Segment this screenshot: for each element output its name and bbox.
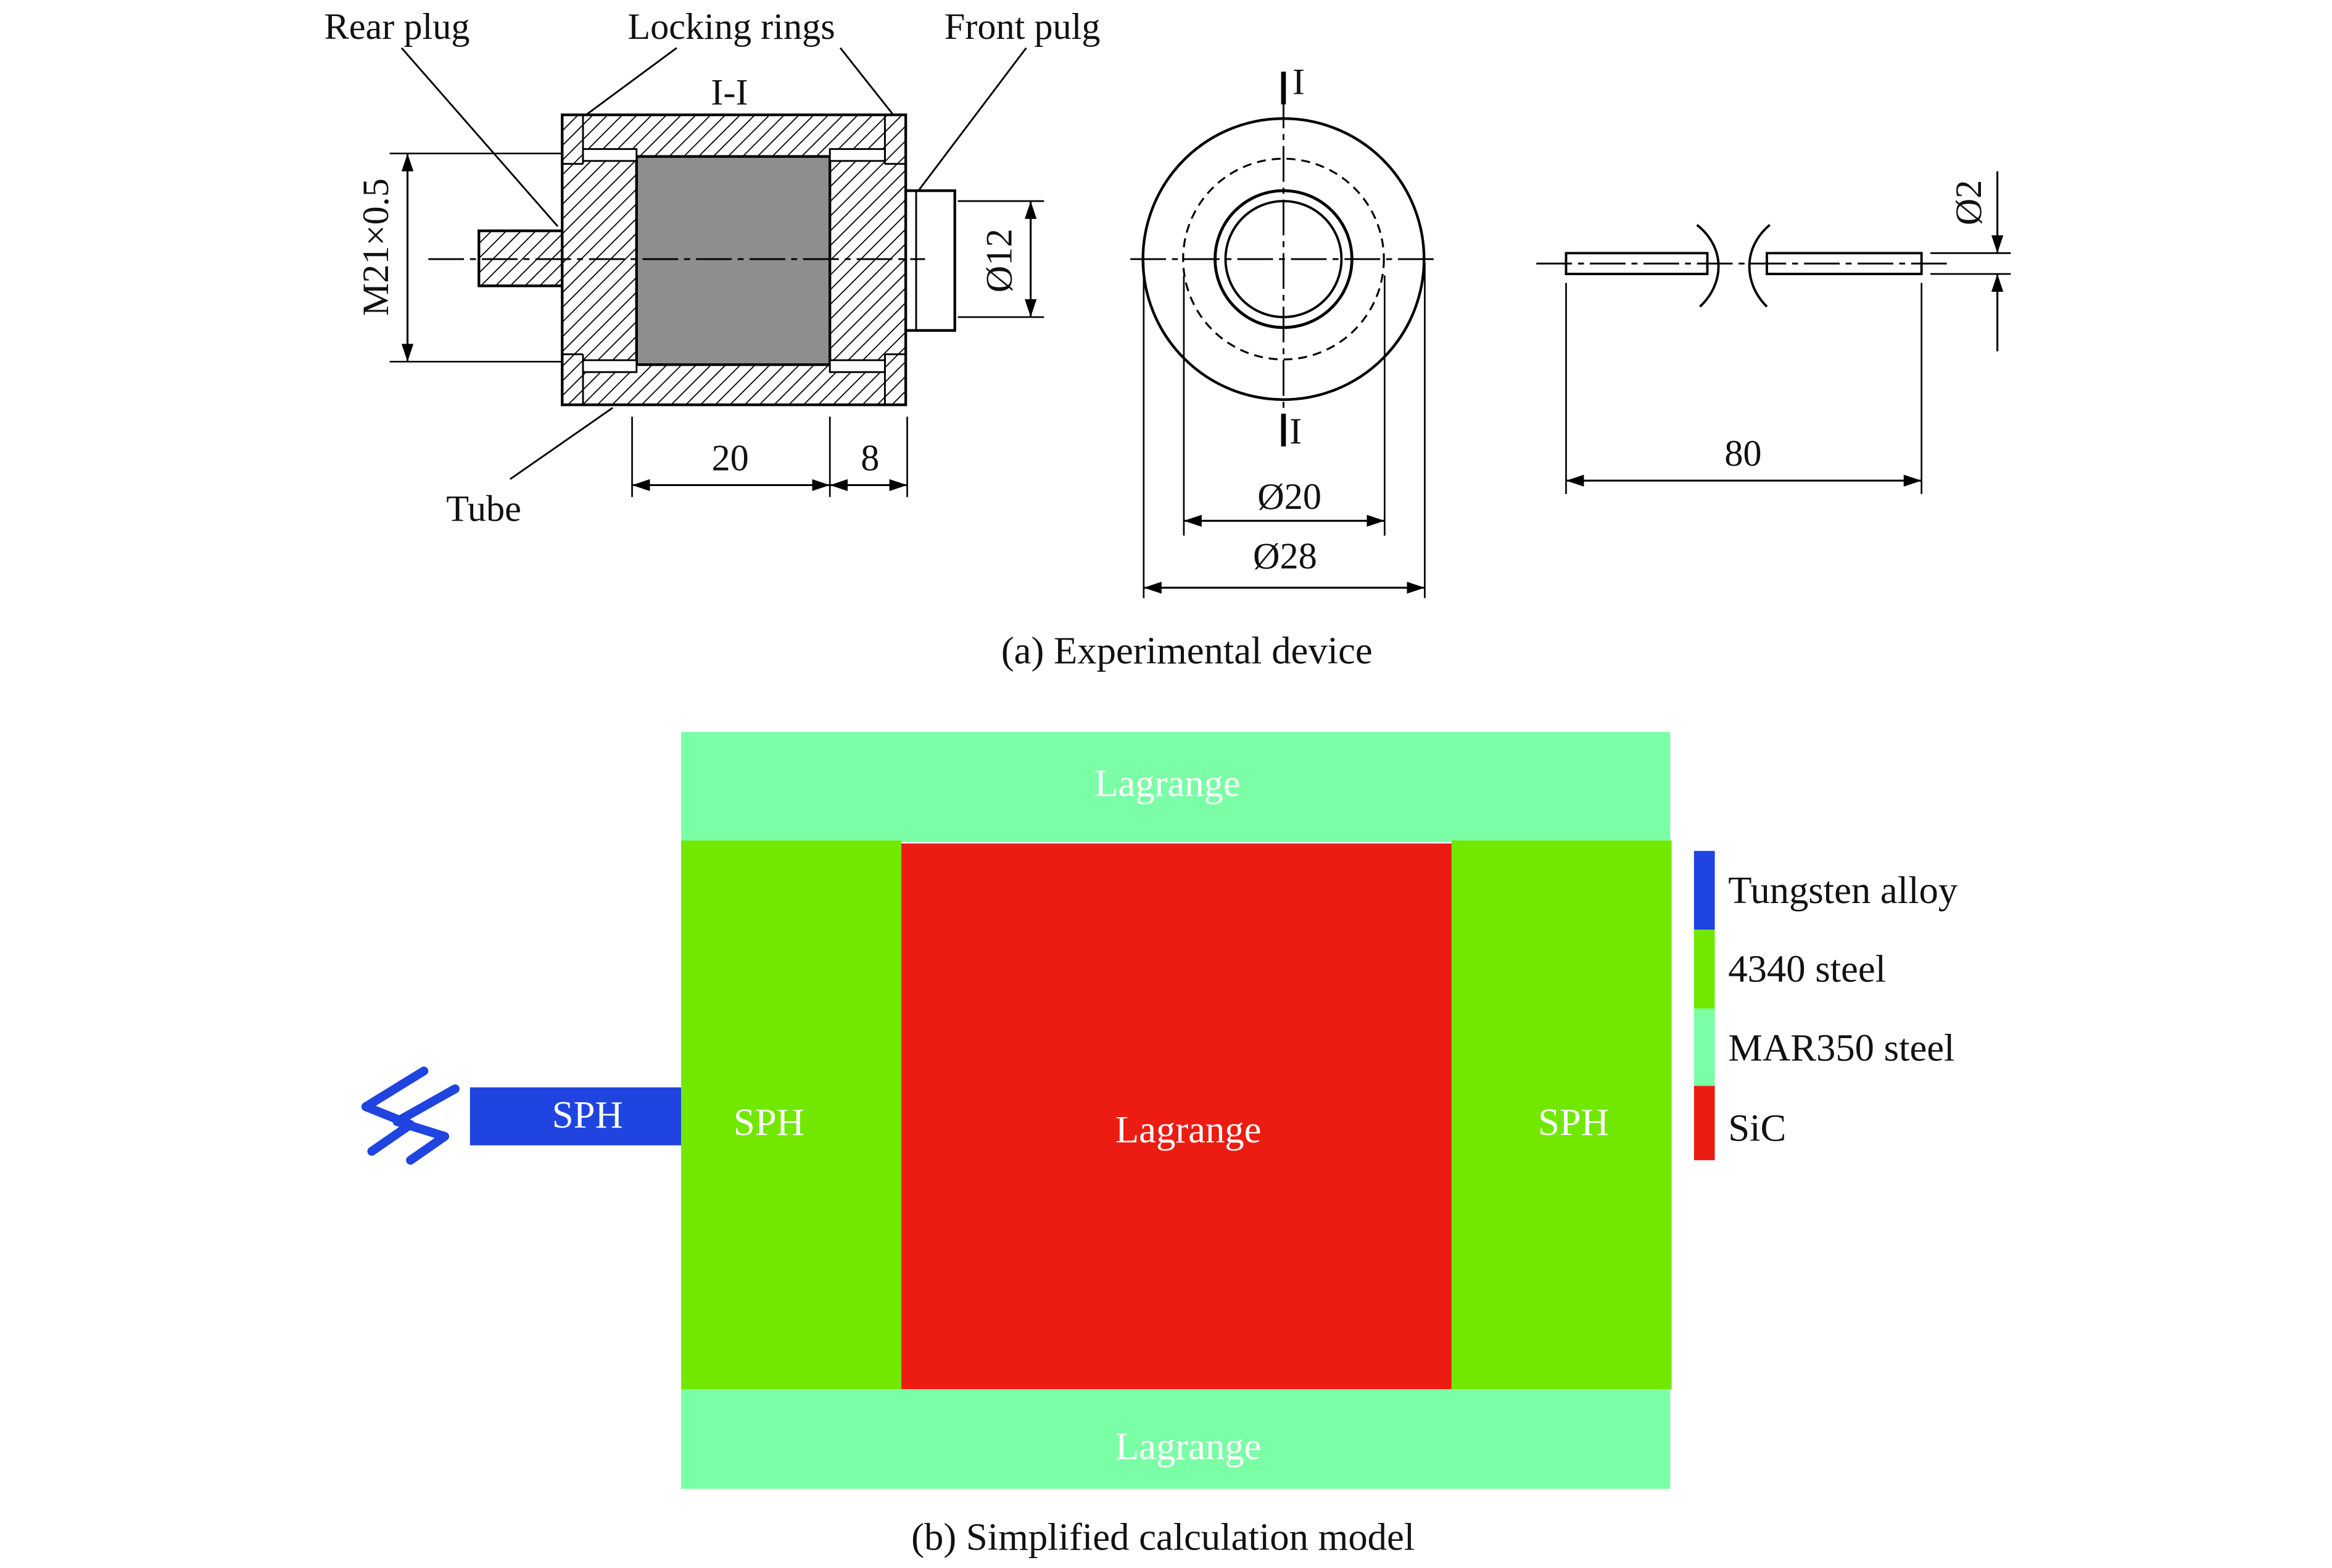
- caption-a: (a) Experimental device: [1001, 629, 1373, 672]
- inner-diameter-label: Ø20: [1257, 476, 1321, 518]
- region-front-plug-label: SPH: [1538, 1100, 1609, 1144]
- region-sample: [901, 843, 1452, 1390]
- legend-swatch-mar350: [1693, 1009, 1715, 1086]
- device-end-view: I I Ø20 Ø28: [1130, 61, 1437, 598]
- legend-swatch-tungsten: [1693, 851, 1715, 930]
- thread-dimension: M21×0.5: [355, 152, 563, 363]
- rod-break-symbol: [361, 1067, 460, 1165]
- rod-length-label: 80: [1724, 433, 1761, 474]
- rod-view: Ø2 80: [1536, 171, 2011, 494]
- section-title: I-I: [711, 72, 748, 113]
- locking-ring-leader-right: [839, 47, 898, 120]
- region-bottom-tube: [681, 1389, 1671, 1489]
- front-diameter-dimension: Ø12: [957, 200, 1044, 318]
- break-zigzag: [392, 1084, 460, 1165]
- legend: Tungsten alloy 4340 steel MAR350 steel S…: [1693, 851, 1958, 1160]
- region-bottom-tube-label: Lagrange: [1115, 1424, 1262, 1467]
- locking-ring-leader-left: [579, 47, 677, 120]
- rod-segment-right: [1766, 252, 1923, 276]
- section-mark-bottom: I: [1289, 411, 1302, 452]
- thread-circle-dashed: [1182, 157, 1385, 361]
- plug-shoulder: [829, 359, 886, 373]
- plug-shoulder: [582, 148, 638, 162]
- break-zigzag: [361, 1067, 429, 1156]
- region-rod: [469, 1087, 682, 1145]
- locking-rings-label: Locking rings: [627, 6, 835, 47]
- legend-swatch-sic: [1693, 1086, 1715, 1160]
- rod-diameter-label: Ø2: [1948, 180, 1990, 226]
- region-rear-plug-label: SPH: [734, 1100, 804, 1144]
- legend-label-sic: SiC: [1728, 1107, 1786, 1150]
- tube-leader: [510, 406, 614, 480]
- region-top-tube-label: Lagrange: [1094, 761, 1241, 804]
- front-plug-nozzle: [904, 189, 956, 332]
- front-diameter-label: Ø12: [978, 229, 1020, 293]
- plug-shoulder: [829, 148, 886, 162]
- region-sample-label: Lagrange: [1115, 1108, 1262, 1151]
- legend-label-tungsten: Tungsten alloy: [1728, 869, 1958, 912]
- region-top-tube: [681, 732, 1671, 843]
- region-rear-plug: [681, 840, 901, 1390]
- front-plug-label: Front pulg: [945, 6, 1101, 47]
- rear-plug-label: Rear plug: [325, 6, 470, 47]
- tube-label: Tube: [446, 488, 521, 529]
- break-line-right: [1748, 224, 1771, 308]
- legend-label-4340: 4340 steel: [1728, 947, 1886, 991]
- legend-swatch-4340: [1693, 930, 1715, 1009]
- legend-label-mar350: MAR350 steel: [1728, 1026, 1954, 1069]
- front-plug-leader: [915, 47, 1027, 194]
- length-dimensions: 20 8: [631, 416, 908, 497]
- plug-shoulder: [582, 359, 638, 373]
- outer-diameter-label: Ø28: [1253, 535, 1317, 577]
- panel-b: Lagrange SPH Lagrange SPH Lagrange SPH T…: [361, 732, 1958, 1559]
- panel-a: Rear plug Locking rings Front pulg I-I T…: [325, 6, 2011, 672]
- break-line-left: [1696, 224, 1720, 308]
- device-section-view: [428, 113, 956, 406]
- section-mark-top: I: [1292, 61, 1305, 102]
- region-rod-label: SPH: [552, 1093, 623, 1136]
- thread-dimension-label: M21×0.5: [355, 178, 397, 316]
- rear-plug-leader: [400, 47, 559, 227]
- plug-length-label: 8: [861, 437, 879, 479]
- region-front-plug: [1451, 840, 1672, 1390]
- sample-chamber: [635, 155, 832, 366]
- sample-length-label: 20: [712, 437, 749, 479]
- caption-b: (b) Simplified calculation model: [911, 1516, 1415, 1559]
